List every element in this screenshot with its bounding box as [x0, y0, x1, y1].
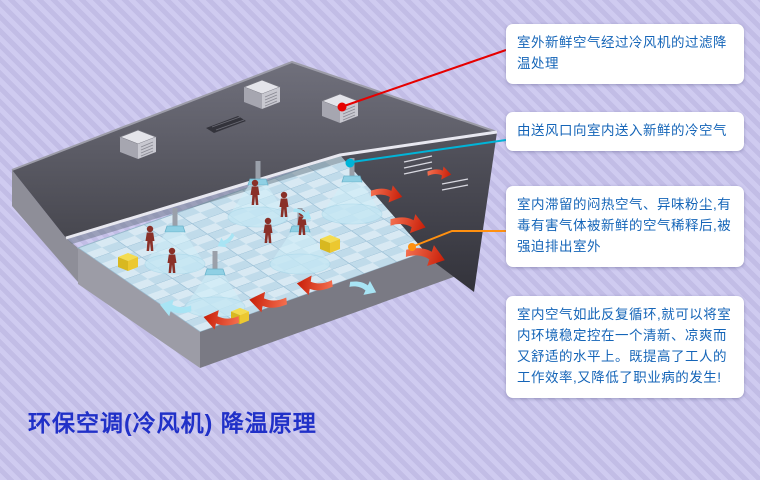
callout-outdoor-air: 室外新鲜空气经过冷风机的过滤降温处理 — [506, 24, 744, 84]
roof — [12, 62, 497, 238]
callout-connectors — [337, 49, 507, 251]
callout-exhaust-air-text: 室内滞留的闷热空气、异味粉尘,有毒有害气体被新鲜的空气稀释后,被强迫排出室外 — [517, 197, 732, 254]
front-left-base — [78, 248, 200, 368]
connector-dot-outdoor-air — [337, 102, 347, 112]
callout-supply-air-text: 由送风口向室内送入新鲜的冷空气 — [517, 123, 727, 138]
left-wall — [12, 170, 78, 282]
factory-building — [11, 60, 498, 368]
connector-exhaust-air — [413, 230, 506, 247]
front-right-base — [200, 239, 462, 368]
callout-circulation: 室内空气如此反复循环,就可以将室内环境稳定控在一个清新、凉爽而又舒适的水平上。既… — [506, 296, 744, 398]
roof-shadow — [66, 155, 346, 244]
right-wall — [340, 132, 497, 292]
roof-grille — [206, 116, 246, 133]
connector-dot-exhaust-air — [408, 243, 416, 251]
roof-ridge-highlight — [11, 60, 498, 171]
callout-circulation-text: 室内空气如此反复循环,就可以将室内环境稳定控在一个清新、凉爽而又舒适的水平上。既… — [517, 307, 732, 385]
connector-dot-supply-air — [345, 158, 355, 168]
callout-supply-air: 由送风口向室内送入新鲜的冷空气 — [506, 112, 744, 151]
callout-exhaust-air: 室内滞留的闷热空气、异味粉尘,有毒有害气体被新鲜的空气稀释后,被强迫排出室外 — [506, 186, 744, 267]
callout-outdoor-air-text: 室外新鲜空气经过冷风机的过滤降温处理 — [517, 35, 727, 71]
connector-outdoor-air — [343, 49, 507, 107]
roof-eave-trim — [65, 130, 498, 240]
connector-supply-air — [351, 139, 507, 163]
page-title: 环保空调(冷风机) 降温原理 — [28, 410, 317, 436]
wall-vent-grille — [403, 155, 469, 191]
